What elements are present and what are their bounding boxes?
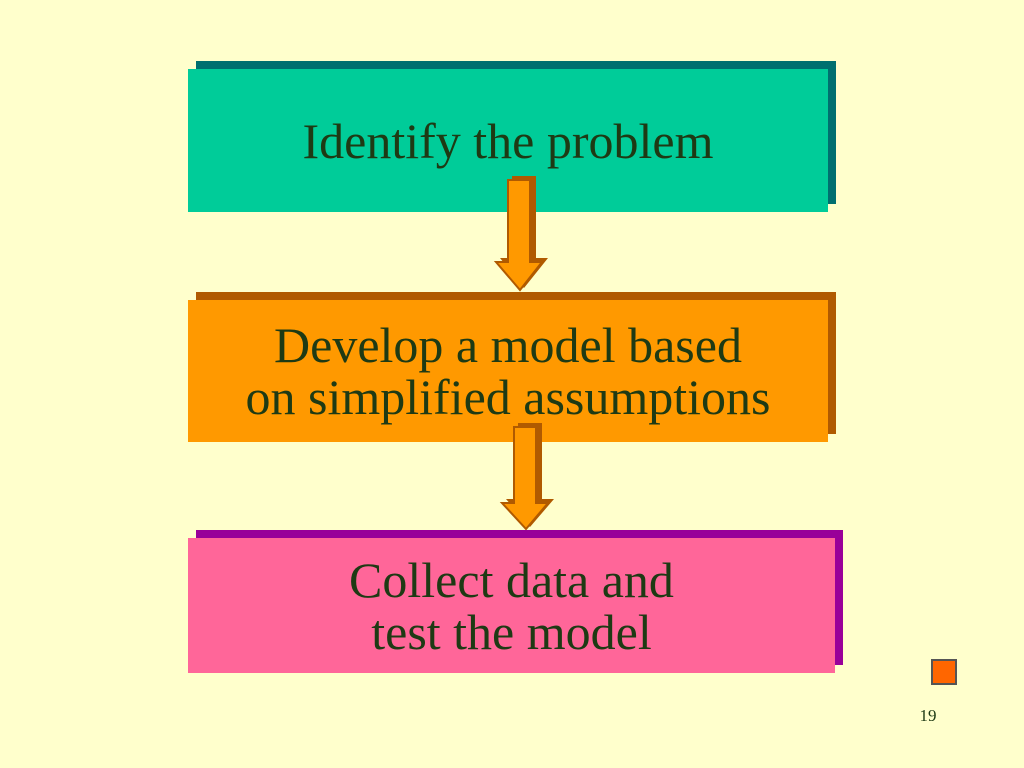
step-label-line: Develop a model based	[274, 317, 742, 373]
page-number: 19	[919, 706, 937, 725]
step-label-line: Collect data and	[349, 551, 674, 608]
step-label-line: test the model	[371, 603, 652, 660]
flowchart-step-collect-data: Collect data and test the model	[188, 538, 835, 673]
down-arrow-icon	[493, 176, 548, 292]
down-arrow-icon	[499, 423, 554, 531]
step-label-line: on simplified assumptions	[245, 369, 771, 425]
step-label-line: Identify the problem	[302, 112, 714, 169]
flowchart-step-develop-model: Develop a model based on simplified assu…	[188, 300, 828, 442]
square-bullet-icon[interactable]	[931, 659, 957, 685]
